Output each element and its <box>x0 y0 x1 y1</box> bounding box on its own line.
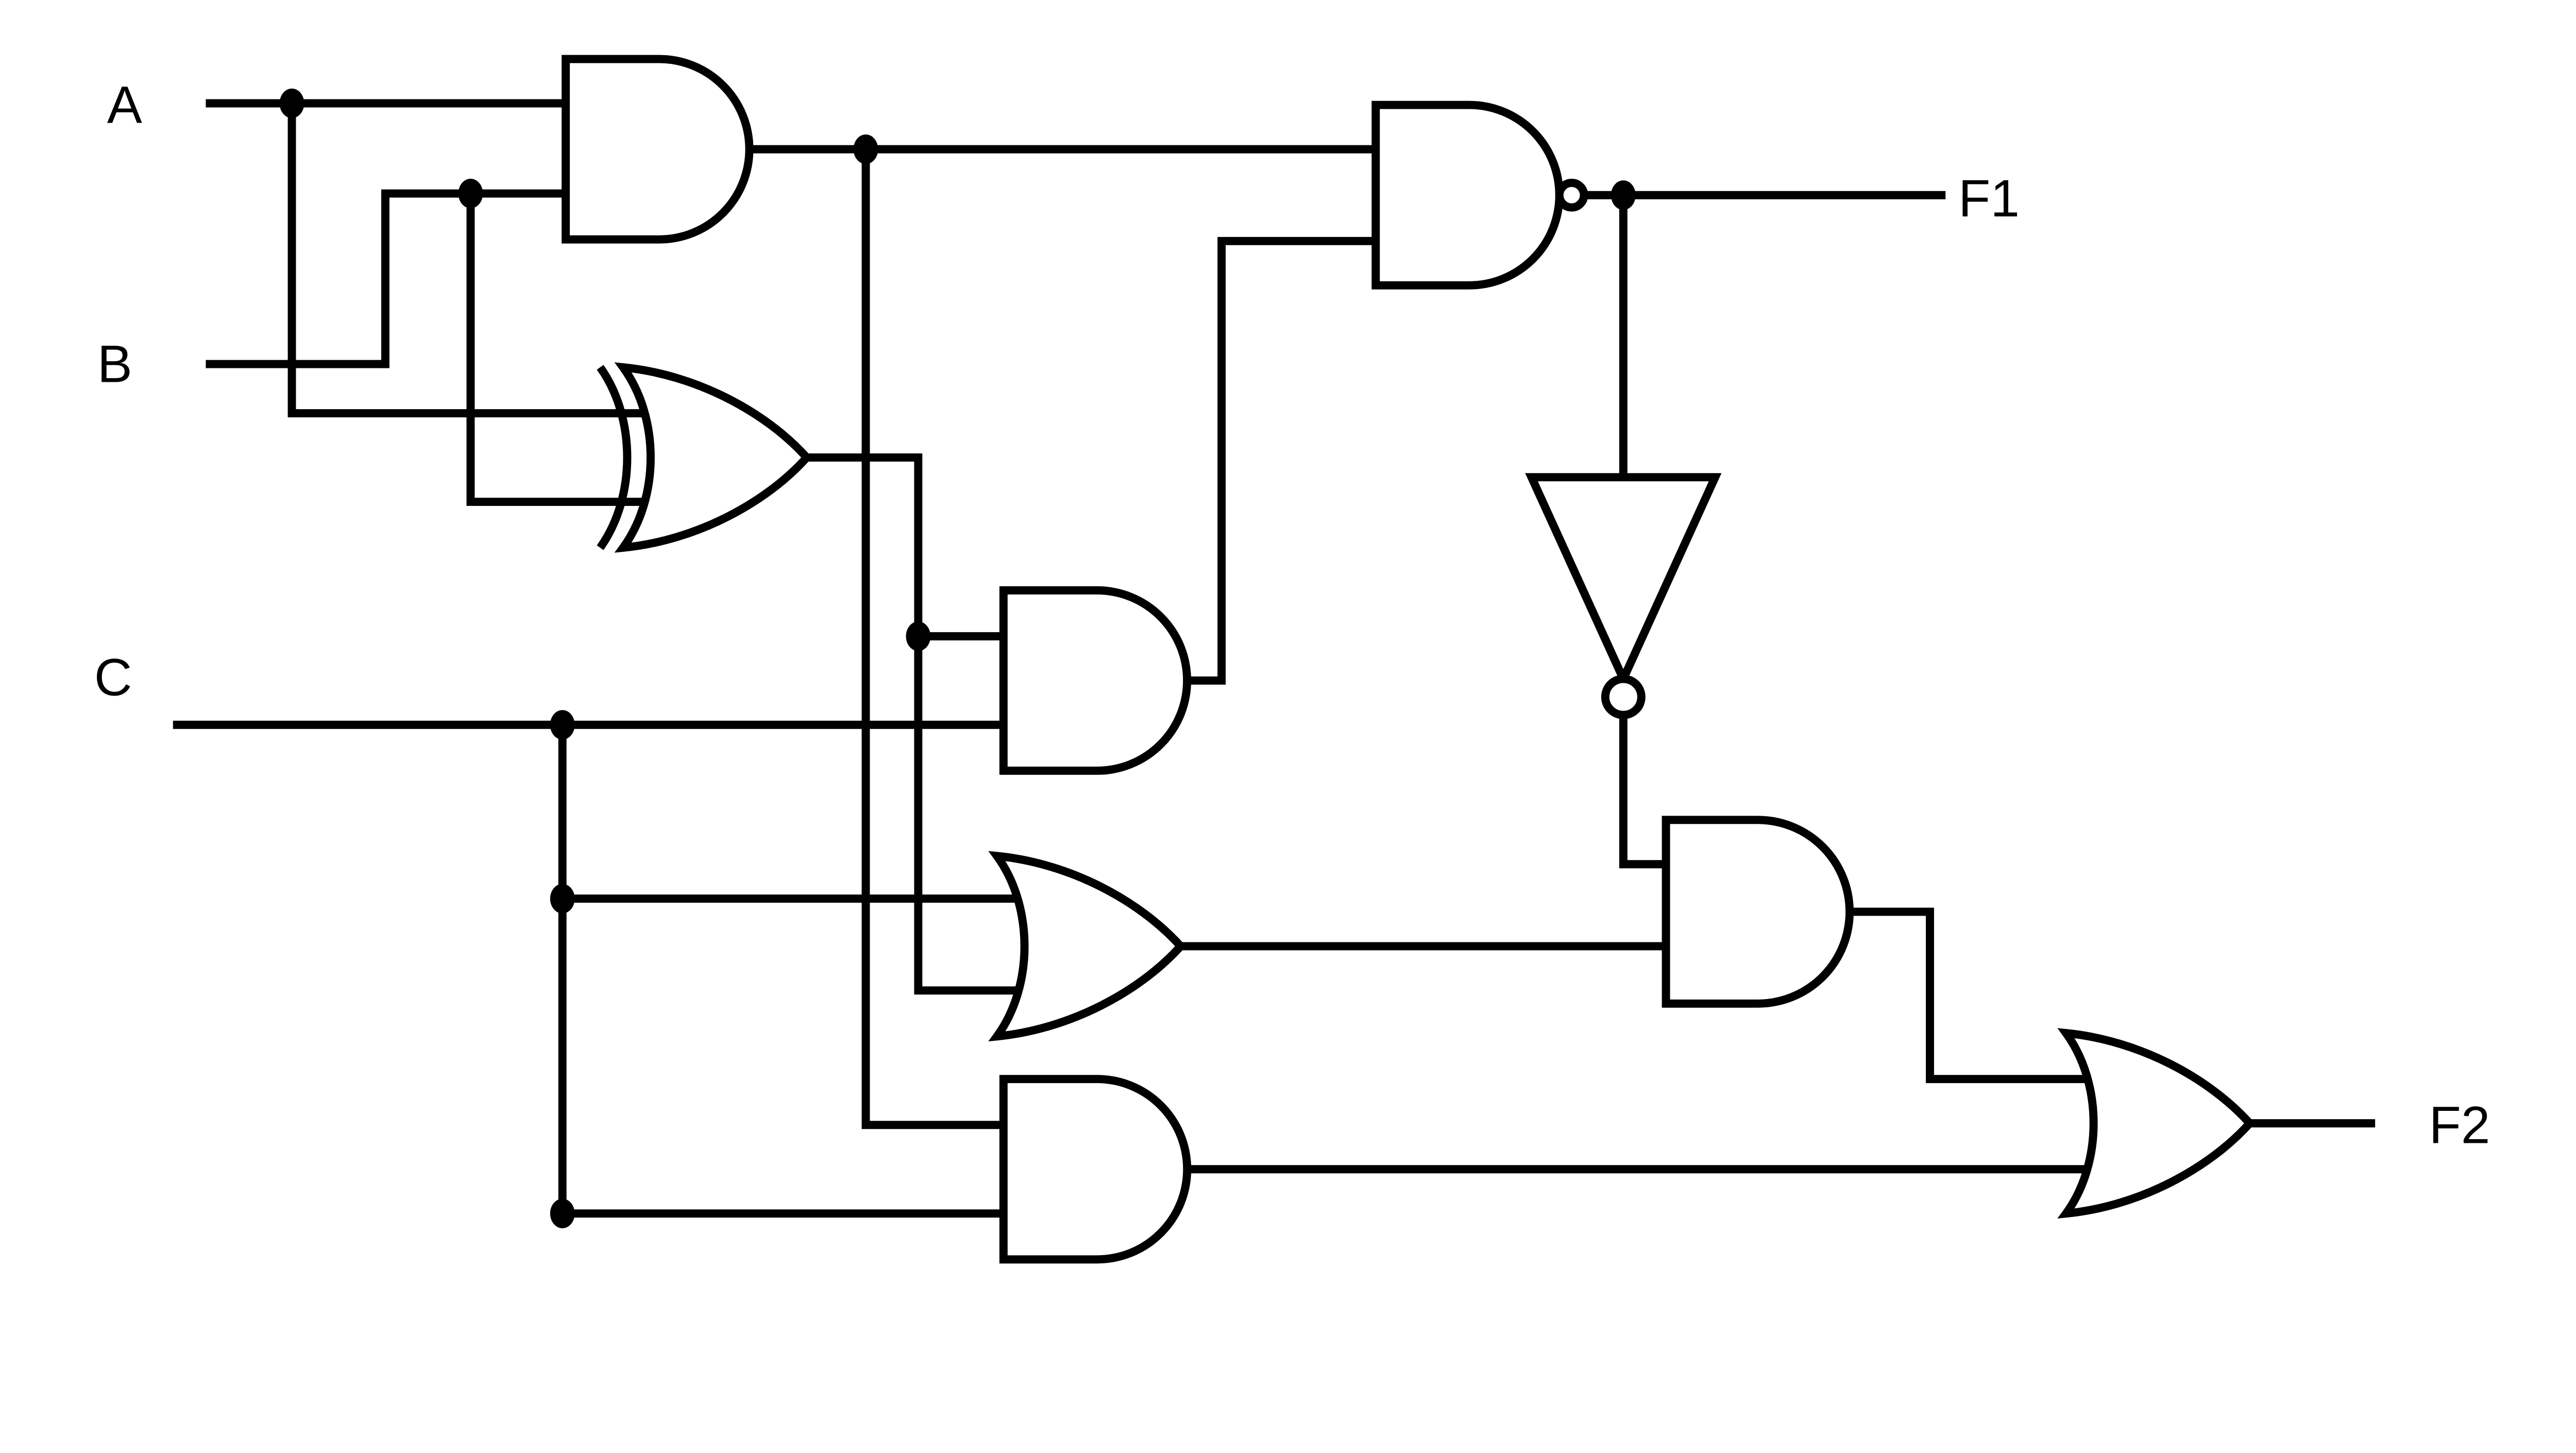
junction-dot <box>550 710 575 740</box>
input-label-C: C <box>94 648 132 706</box>
gate-body <box>999 586 1192 775</box>
nand-gate-nand1 <box>1371 100 1588 290</box>
wire-n1 <box>861 145 1011 1129</box>
inversion-bubble <box>1555 178 1588 212</box>
output-label-F1: F1 <box>1958 169 2020 228</box>
gate-body <box>562 55 754 244</box>
gate-body <box>1525 473 1722 689</box>
gate-body <box>988 851 1187 1042</box>
xor-extra-curve <box>597 365 632 550</box>
wire-n6 <box>1845 907 2123 1084</box>
junction-dot <box>550 884 575 914</box>
or-gate-or2 <box>2057 1028 2256 1219</box>
junction-dot <box>853 134 878 164</box>
xor-gate-xor1 <box>597 362 812 553</box>
input-label-A: A <box>107 76 142 134</box>
gate-body <box>999 1075 1192 1264</box>
or-gate-or1 <box>988 851 1187 1042</box>
wire-A <box>287 99 670 417</box>
wire-n4 <box>1619 711 1673 869</box>
gate-body <box>1371 100 1564 290</box>
not-gate-not1 <box>1525 473 1722 719</box>
wire-B <box>466 189 670 506</box>
junction-dot <box>906 621 931 651</box>
junction-dot <box>279 88 304 119</box>
and-gate-and1 <box>562 55 754 244</box>
output-label-F2: F2 <box>2429 1095 2490 1154</box>
junction-dot <box>458 178 483 209</box>
and-gate-and4 <box>999 1075 1192 1264</box>
and-gate-and3 <box>1662 816 1854 1008</box>
junction-dot <box>550 1198 575 1228</box>
input-label-B: B <box>97 335 132 394</box>
junction-dot <box>1611 180 1636 210</box>
and-gate-and2 <box>999 586 1192 775</box>
wire-n2 <box>802 453 1062 995</box>
inversion-bubble <box>1601 674 1646 719</box>
gate-body <box>614 362 812 553</box>
gate-body <box>2057 1028 2256 1219</box>
wire-n3 <box>1183 236 1383 685</box>
gate-body <box>1662 816 1854 1008</box>
